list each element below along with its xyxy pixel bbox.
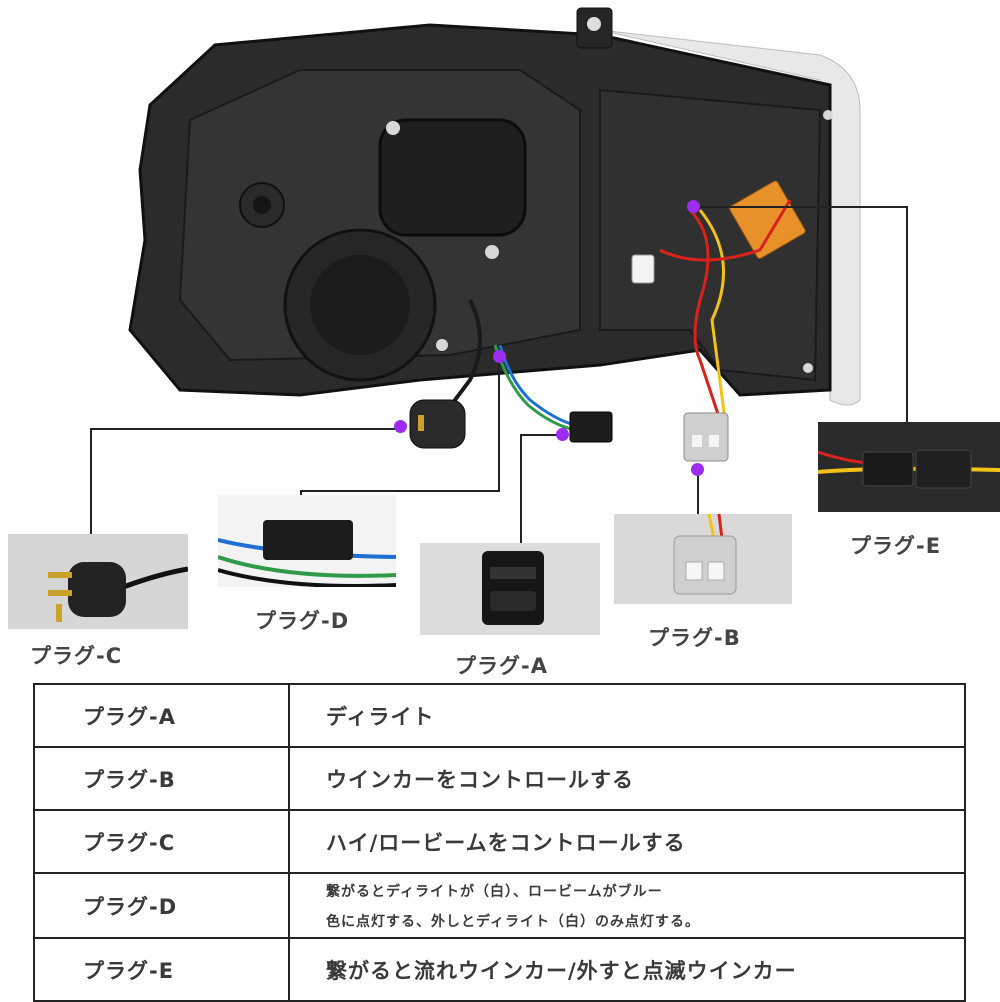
callout-line-c-vertical — [90, 428, 92, 538]
table-row: プラグ-B ウインカーをコントロールする — [33, 746, 966, 811]
plug-desc-line-2: 色に点灯する、外しとディライト（白）のみ点灯する。 — [326, 913, 701, 930]
plug-desc-cell: ディライト — [288, 683, 966, 748]
plug-a-photo — [420, 543, 600, 635]
plug-a-label: プラグ-A — [455, 654, 548, 678]
marker-dot-d — [493, 350, 506, 363]
table-row: プラグ-A ディライト — [33, 683, 966, 748]
marker-dot-a — [556, 428, 569, 441]
callout-line-c — [90, 428, 400, 430]
callout-line-a — [520, 434, 562, 436]
callout-line-e — [693, 206, 908, 208]
plug-b-photo — [614, 514, 792, 604]
callout-line-b-vertical — [697, 470, 699, 515]
table-row: プラグ-D 繋がるとディライトが（白）、ロービームがブルー 色に点灯する、外しと… — [33, 872, 966, 939]
plug-c-photo — [8, 534, 188, 629]
plug-e-label: プラグ-E — [850, 534, 942, 558]
plug-d-photo — [218, 495, 396, 587]
callout-line-d — [300, 490, 500, 492]
marker-dot-c — [394, 420, 407, 433]
table-row: プラグ-E 繋がると流れウインカー/外すと点滅ウインカー — [33, 937, 966, 1002]
plug-desc-cell: ウインカーをコントロールする — [288, 746, 966, 811]
plug-d-label: プラグ-D — [255, 609, 350, 633]
plug-desc-line-1: 繋がるとディライトが（白）、ロービームがブルー — [326, 883, 663, 900]
plug-name-cell: プラグ-D — [33, 872, 290, 939]
plug-e-photo — [818, 422, 1000, 512]
plug-function-table: プラグ-A ディライト プラグ-B ウインカーをコントロールする プラグ-C ハ… — [33, 683, 966, 1002]
plug-name-cell: プラグ-A — [33, 683, 290, 748]
plug-name-cell: プラグ-C — [33, 809, 290, 874]
table-row: プラグ-C ハイ/ロービームをコントロールする — [33, 809, 966, 874]
plug-desc-cell: 繋がると流れウインカー/外すと点滅ウインカー — [288, 937, 966, 1002]
callout-line-e-vertical — [906, 206, 908, 422]
callout-line-a-vertical — [520, 434, 522, 544]
plug-desc-cell: ハイ/ロービームをコントロールする — [288, 809, 966, 874]
plug-name-cell: プラグ-E — [33, 937, 290, 1002]
marker-dot-b — [691, 463, 704, 476]
plug-c-label: プラグ-C — [30, 644, 123, 668]
marker-dot-e — [687, 200, 700, 213]
callout-line-d-vertical — [498, 360, 500, 492]
plug-b-label: プラグ-B — [648, 626, 741, 650]
headlight-photo — [128, 7, 861, 462]
plug-desc-cell: 繋がるとディライトが（白）、ロービームがブルー 色に点灯する、外しとディライト（… — [288, 872, 966, 939]
plug-name-cell: プラグ-B — [33, 746, 290, 811]
